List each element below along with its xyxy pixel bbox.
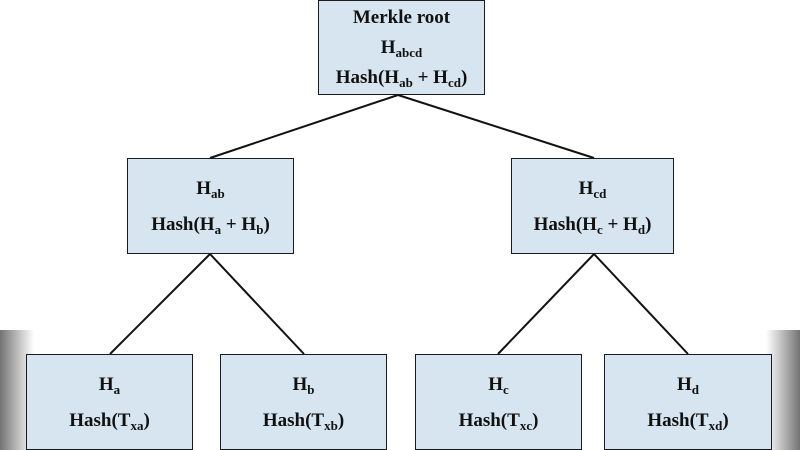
merkle-root-hash-name: Habcd [380, 37, 423, 60]
connector-cd-to-d [593, 253, 689, 355]
hash-symbol: H [196, 177, 212, 199]
hash-symbol: H [98, 373, 114, 395]
hash-subscript: a [113, 381, 121, 397]
formula-plus: + H [221, 213, 257, 235]
hash-subscript: b [307, 381, 315, 397]
formula-subscript: xd [708, 417, 723, 433]
hash-symbol: H [292, 373, 308, 395]
formula-subscript-1: c [596, 221, 603, 237]
leaf-node-b-name: Hb [292, 373, 315, 397]
formula-subscript: xc [519, 417, 533, 433]
leaf-node-d-formula: Hash(Txd) [647, 409, 729, 433]
formula-open: Hash(T [69, 409, 131, 431]
leaf-node-c-formula: Hash(Txc) [458, 409, 539, 433]
hash-node-ab-name: Hab [196, 177, 225, 201]
hash-node-cd-name: Hcd [578, 177, 607, 201]
leaf-node-b: Hb Hash(Txb) [220, 354, 387, 450]
hash-subscript: abcd [395, 45, 423, 60]
leaf-node-a-formula: Hash(Txa) [69, 409, 150, 433]
merkle-root-formula: Hash(Hab + Hcd) [335, 67, 468, 90]
formula-subscript-1: a [214, 221, 222, 237]
leaf-node-c: Hc Hash(Txc) [415, 354, 582, 450]
connector-cd-to-c [497, 253, 595, 355]
formula-open: Hash(H [335, 67, 400, 88]
connector-root-to-ab [209, 94, 399, 159]
leaf-node-a: Ha Hash(Txa) [26, 354, 193, 450]
formula-close: ) [263, 213, 270, 235]
leaf-node-d: Hd Hash(Txd) [604, 354, 772, 450]
connector-root-to-cd [397, 94, 595, 159]
hash-subscript: c [503, 381, 509, 397]
hash-subscript: ab [211, 185, 225, 201]
hash-node-cd: Hcd Hash(Hc + Hd) [511, 158, 674, 254]
formula-subscript: xa [130, 417, 144, 433]
formula-close: ) [460, 67, 468, 88]
connector-ab-to-a [109, 253, 211, 355]
formula-close: ) [645, 213, 652, 235]
formula-subscript-2: cd [447, 75, 461, 90]
leaf-node-c-name: Hc [488, 373, 509, 397]
connector-ab-to-b [209, 253, 305, 355]
hash-symbol: H [380, 37, 396, 58]
formula-close: ) [722, 409, 729, 431]
merkle-root-title: Merkle root [352, 7, 451, 28]
merkle-root-node: Merkle root Habcd Hash(Hab + Hcd) [318, 0, 485, 95]
hash-node-ab-formula: Hash(Ha + Hb) [151, 213, 270, 237]
formula-open: Hash(H [533, 213, 597, 235]
formula-close: ) [143, 409, 150, 431]
leaf-node-b-formula: Hash(Txb) [262, 409, 345, 433]
formula-subscript-1: ab [399, 75, 413, 90]
formula-open: Hash(T [647, 409, 709, 431]
formula-subscript-2: d [637, 221, 646, 237]
formula-close: ) [532, 409, 539, 431]
formula-plus: + H [412, 67, 448, 88]
hash-symbol: H [676, 373, 692, 395]
hash-symbol: H [488, 373, 503, 395]
hash-subscript: cd [593, 185, 607, 201]
formula-close: ) [337, 409, 345, 431]
hash-symbol: H [578, 177, 594, 199]
formula-plus: + H [602, 213, 638, 235]
formula-subscript: xb [324, 417, 338, 433]
hash-subscript: d [691, 381, 699, 397]
hash-node-cd-formula: Hash(Hc + Hd) [533, 213, 652, 237]
formula-open: Hash(T [458, 409, 520, 431]
formula-open: Hash(T [262, 409, 325, 431]
formula-open: Hash(H [151, 213, 215, 235]
leaf-node-a-name: Ha [98, 373, 121, 397]
hash-node-ab: Hab Hash(Ha + Hb) [127, 158, 294, 254]
formula-subscript-2: b [256, 221, 264, 237]
leaf-node-d-name: Hd [676, 373, 699, 397]
